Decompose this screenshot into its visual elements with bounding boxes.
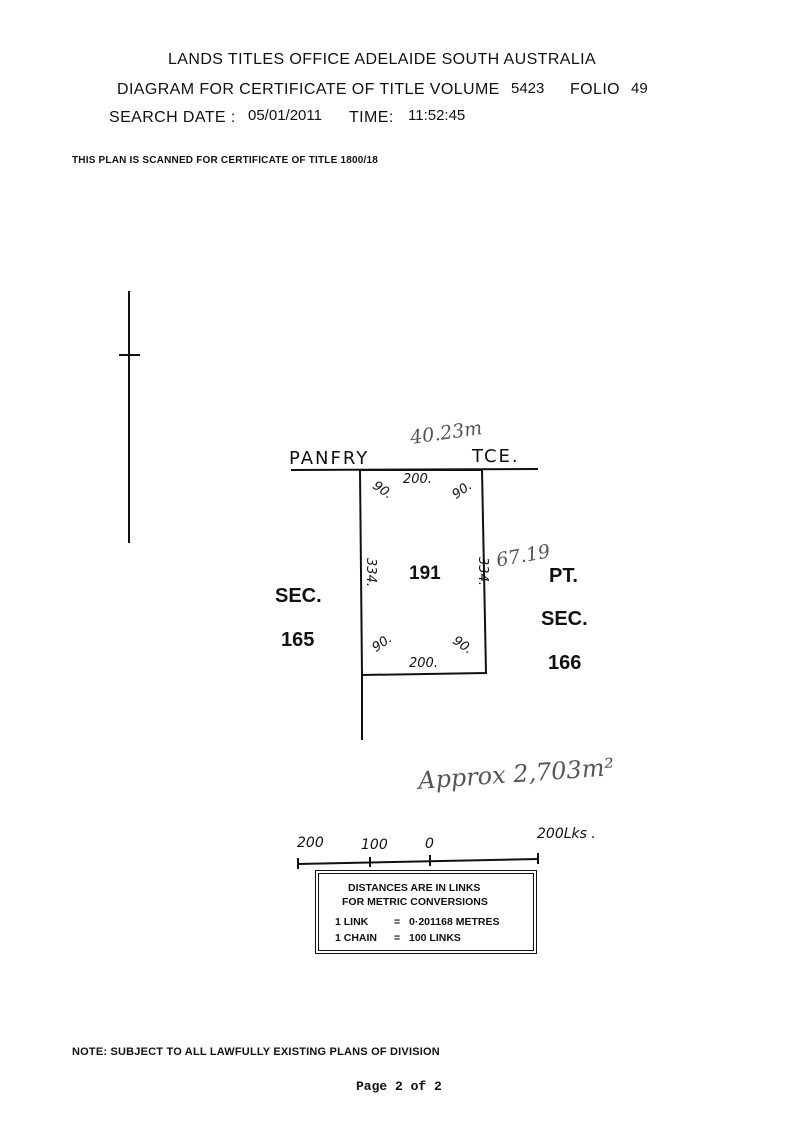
time-label: TIME: — [349, 109, 394, 126]
folio-label: FOLIO — [570, 81, 621, 98]
left-sec-number: 165 — [281, 629, 315, 651]
left-sec-label: SEC. — [275, 585, 322, 607]
right-sec-label: SEC. — [541, 608, 588, 630]
conversion-legend: DISTANCES ARE IN LINKS FOR METRIC CONVER… — [315, 870, 537, 954]
legend-chain-label: 1 CHAIN — [335, 932, 378, 944]
page-footer: Page 2 of 2 — [356, 1079, 442, 1094]
diagram-label: DIAGRAM FOR CERTIFICATE OF TITLE VOLUME — [117, 81, 500, 98]
legend-link-label: 1 LINK — [335, 916, 369, 928]
bottom-dimension: 200. — [409, 656, 438, 671]
lot-boundary — [358, 469, 488, 677]
volume-value: 5423 — [511, 80, 545, 97]
street-name: PANFRY — [289, 448, 370, 469]
scale-label-100: 100 — [361, 837, 388, 853]
scale-label-200-links: 200Lks . — [537, 826, 596, 842]
right-sec-number: 166 — [548, 652, 582, 674]
legend-link-eq: = — [394, 916, 401, 928]
scale-bar — [297, 858, 539, 865]
street-suffix: TCE. — [472, 446, 520, 467]
left-dimension: 334. — [362, 558, 378, 587]
lot-number: 191 — [409, 563, 441, 584]
time-value: 11:52:45 — [408, 107, 466, 124]
right-pt-label: PT. — [549, 565, 578, 587]
top-dimension: 200. — [403, 472, 432, 487]
bottom-note: NOTE: SUBJECT TO ALL LAWFULLY EXISTING P… — [72, 1046, 440, 1058]
office-title: LANDS TITLES OFFICE ADELAIDE SOUTH AUSTR… — [168, 51, 597, 68]
scale-label-200: 200 — [297, 835, 324, 851]
legend-chain-eq: = — [394, 932, 401, 944]
legend-line-2: FOR METRIC CONVERSIONS — [342, 896, 488, 908]
legend-line-1: DISTANCES ARE IN LINKS — [348, 882, 481, 894]
search-date-label: SEARCH DATE : — [109, 109, 236, 126]
legend-chain-value: 100 LINKS — [409, 932, 461, 944]
scale-label-0: 0 — [425, 836, 434, 852]
search-date-value: 05/01/2011 — [248, 107, 322, 124]
scan-note: THIS PLAN IS SCANNED FOR CERTIFICATE OF … — [72, 155, 379, 166]
folio-value: 49 — [631, 80, 648, 97]
right-dimension: 334. — [474, 557, 490, 586]
legend-link-value: 0·201168 METRES — [409, 916, 500, 928]
